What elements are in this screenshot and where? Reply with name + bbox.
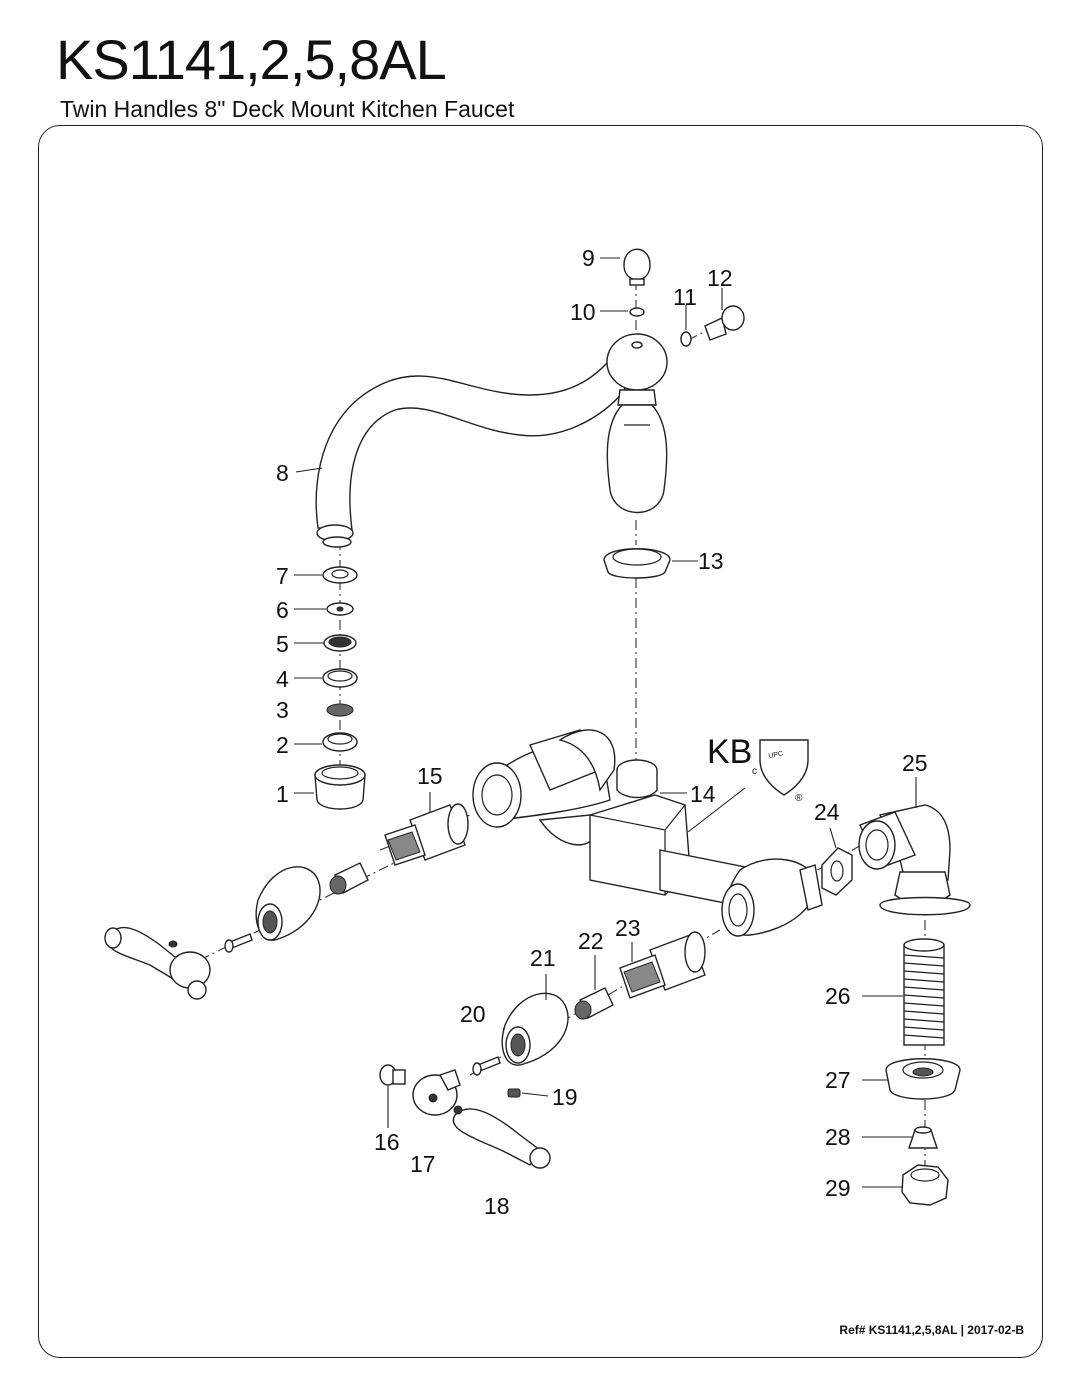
part-label-4: 4 [276, 666, 289, 692]
elbow-fitting-part-25 [858, 804, 971, 916]
nut-part-24 [821, 847, 853, 896]
left-flange-part [255, 866, 321, 941]
o-ring-part [629, 307, 645, 317]
part-label-21: 21 [530, 945, 556, 971]
set-screw-part-19 [507, 1088, 521, 1098]
diagram-frame [38, 125, 1043, 1358]
handle-hub-part-17 [412, 1069, 461, 1116]
left-screw-part [224, 933, 253, 953]
left-valve-cartridge-part [384, 803, 469, 866]
ferrule-part-28 [908, 1126, 938, 1149]
part-label-10: 10 [570, 299, 596, 325]
aerator-screen-5 [323, 634, 357, 652]
compression-nut-part-29 [901, 1164, 949, 1206]
left-lever-handle-part [104, 926, 211, 1000]
leader-lines [294, 257, 917, 1188]
part-label-25: 25 [902, 750, 928, 776]
part-label-13: 13 [698, 548, 724, 574]
upc-mark-text: UPC [768, 750, 784, 760]
part-number-labels: 9 10 11 12 8 13 7 6 5 4 3 2 1 15 14 24 2… [276, 245, 928, 1219]
aerator-washer-6 [326, 602, 354, 616]
part-label-12: 12 [707, 265, 733, 291]
plug-part [704, 305, 745, 341]
part-label-5: 5 [276, 631, 289, 657]
part-label-2: 2 [276, 732, 289, 758]
faucet-body-part [472, 729, 823, 937]
adapter-part-22 [574, 987, 614, 1020]
part-label-29: 29 [825, 1175, 851, 1201]
spout-part [315, 333, 668, 548]
part-label-6: 6 [276, 597, 289, 623]
aerator-ring-4 [322, 668, 358, 688]
threaded-shank-part-26 [903, 938, 945, 1046]
part-label-22: 22 [578, 928, 604, 954]
lever-handle-part-18 [452, 1105, 551, 1169]
product-description: Twin Handles 8" Deck Mount Kitchen Fauce… [60, 96, 515, 122]
part-label-11: 11 [673, 284, 697, 310]
c-mark-text: c [752, 766, 757, 777]
aerator-housing-1 [314, 764, 366, 810]
model-title: KS1141,2,5,8AL [56, 28, 447, 91]
washer-part [680, 331, 692, 347]
kb-logo-text: KB [707, 733, 752, 771]
reference-footer: Ref# KS1141,2,5,8AL | 2017-02-B [839, 1323, 1024, 1337]
mounting-nut-part-27 [885, 1058, 961, 1100]
left-adapter-part [329, 862, 369, 895]
part-label-14: 14 [690, 781, 716, 807]
escutcheon-ring-part [603, 548, 671, 579]
index-button-part-16 [379, 1064, 406, 1086]
part-label-1: 1 [276, 781, 289, 807]
part-label-19: 19 [552, 1084, 578, 1110]
flange-part-21 [501, 992, 569, 1066]
part-label-7: 7 [276, 563, 289, 589]
part-label-24: 24 [814, 799, 840, 825]
part-label-3: 3 [276, 697, 289, 723]
part-label-20: 20 [460, 1001, 486, 1027]
aerator-ring-7 [322, 566, 358, 584]
part-label-17: 17 [410, 1151, 436, 1177]
part-label-15: 15 [417, 763, 443, 789]
part-label-18: 18 [484, 1193, 510, 1219]
part-label-23: 23 [615, 915, 641, 941]
part-label-9: 9 [582, 245, 595, 271]
part-label-27: 27 [825, 1067, 851, 1093]
part-label-28: 28 [825, 1124, 851, 1150]
finial-part [623, 248, 651, 286]
registered-mark-text: ® [795, 793, 803, 804]
part-label-16: 16 [374, 1129, 400, 1155]
aerator-mesh-3 [326, 703, 354, 717]
part-label-8: 8 [276, 460, 289, 486]
screw-part-20 [472, 1056, 501, 1076]
kb-upc-logo: KB UPC c ® [707, 733, 809, 804]
aerator-ring-2 [322, 732, 358, 752]
part-label-26: 26 [825, 983, 851, 1009]
right-valve-cartridge-part [619, 931, 706, 999]
